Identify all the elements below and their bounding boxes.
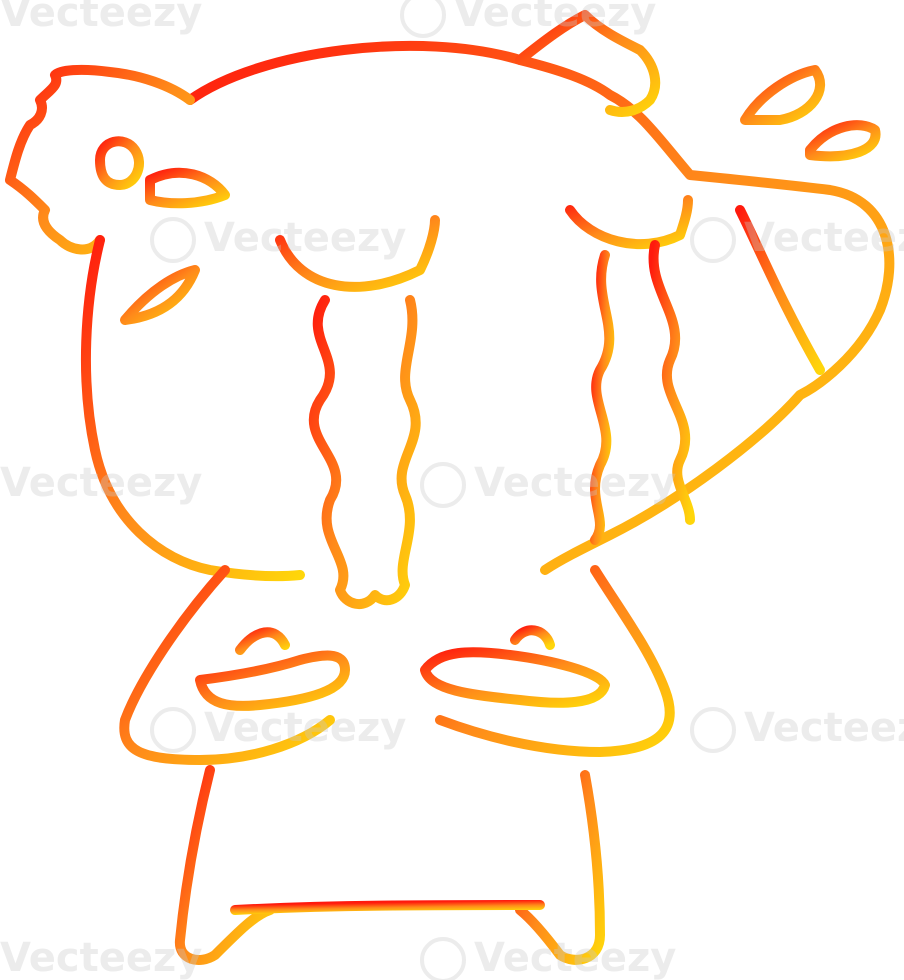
right-tear-stream-2 (648, 240, 695, 525)
body-outline (119, 565, 335, 765)
raised-paw (735, 205, 825, 375)
feet-line (230, 900, 545, 915)
right-hand (420, 647, 610, 708)
head-outline (185, 40, 895, 575)
right-leg (515, 770, 605, 965)
left-brow (145, 167, 230, 209)
flying-tear-2 (805, 120, 881, 162)
left-eye-ring (95, 136, 144, 190)
flying-tear-1 (740, 65, 825, 125)
right-closed-eye (565, 195, 693, 250)
right-tear-stream-1 (590, 250, 615, 545)
left-hand (195, 650, 350, 711)
left-thumb (235, 627, 290, 655)
left-ear (5, 64, 195, 255)
right-thumb (510, 625, 555, 650)
right-ear (515, 10, 661, 117)
left-mouth (120, 265, 200, 325)
left-leg (174, 765, 275, 965)
body-right (435, 565, 675, 757)
left-closed-eye (275, 215, 440, 292)
left-tear-stream (308, 295, 421, 609)
head-left-side (80, 235, 305, 582)
